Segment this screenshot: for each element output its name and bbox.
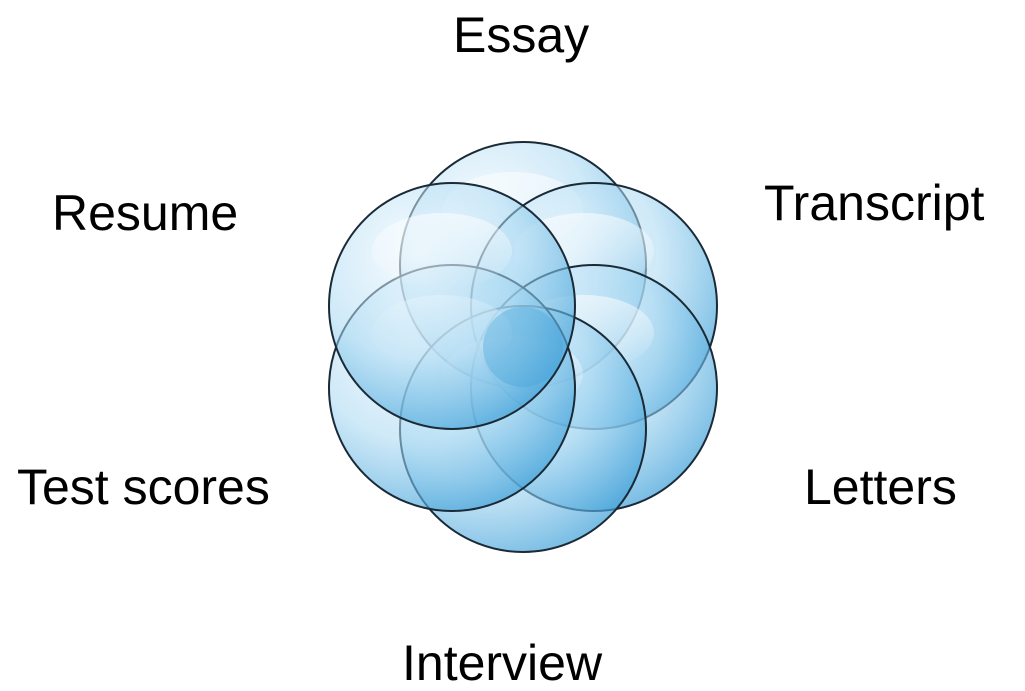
letters-label: Letters (804, 459, 957, 515)
interview-label: Interview (402, 635, 603, 691)
test-scores-label: Test scores (17, 459, 270, 515)
transcript-label: Transcript (764, 175, 985, 231)
center-overlap (483, 307, 563, 387)
essay-label: Essay (453, 7, 590, 63)
resume-label: Resume (52, 185, 239, 241)
resume-circle-highlight (372, 213, 512, 289)
